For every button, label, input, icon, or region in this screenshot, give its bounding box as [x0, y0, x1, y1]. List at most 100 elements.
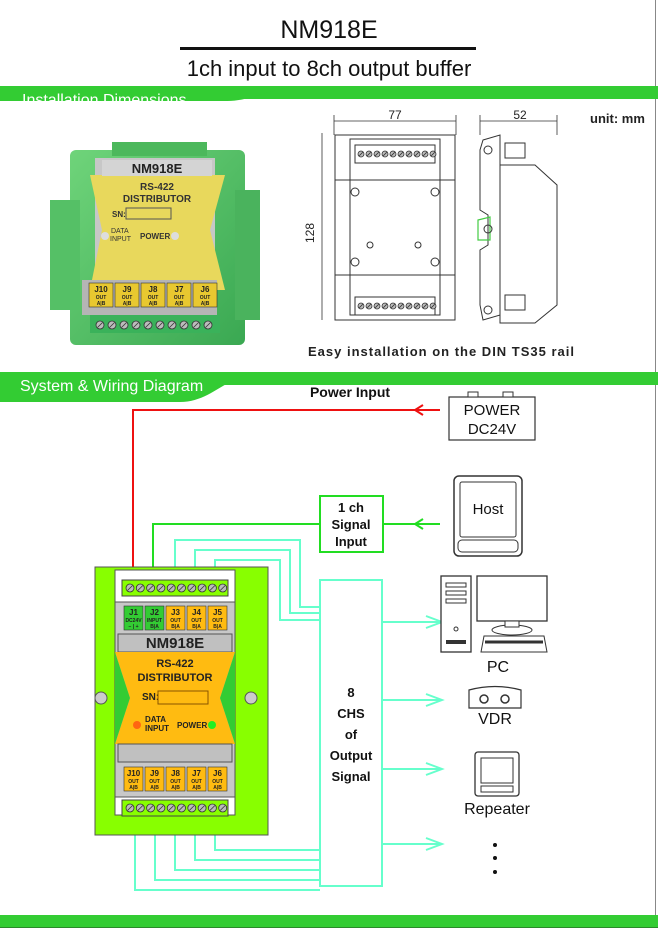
port-label-j2 [144, 605, 165, 631]
port-label-j9 [114, 282, 140, 308]
photo-line1: RS-422 [140, 182, 174, 193]
signal-box-line1: 1 ch [338, 500, 364, 515]
port-label-j8 [165, 766, 186, 792]
dimension-drawing: 77 128 52 unit: mm Easy installation on … [303, 108, 645, 359]
port-label-j4 [186, 605, 207, 631]
svg-text:OUT: OUT [191, 779, 202, 785]
svg-text:OUT: OUT [170, 779, 181, 785]
svg-text:INPUT: INPUT [110, 236, 132, 243]
vdr-icon: VDR [468, 685, 522, 728]
svg-text:A|B: A|B [213, 785, 222, 791]
page-subtitle: 1ch input to 8ch output buffer [186, 56, 472, 81]
section-title-wiring: System & Wiring Diagram [20, 378, 204, 395]
port-label-j5 [207, 605, 228, 631]
device-model: NM918E [146, 635, 204, 652]
port-label-j7 [166, 282, 192, 308]
svg-text:OUT: OUT [212, 779, 223, 785]
port-label-j9 [144, 766, 165, 792]
svg-text:OUT: OUT [148, 295, 159, 301]
page-title: NM918E [280, 16, 378, 44]
output-bus-box [319, 579, 383, 887]
svg-text:J5: J5 [213, 608, 222, 617]
signal-input-box [319, 495, 384, 553]
svg-text:DATA: DATA [145, 715, 166, 724]
svg-text:− | +: − | + [128, 624, 138, 630]
unit-label: unit: mm [590, 111, 645, 126]
svg-text:A|B: A|B [149, 301, 158, 307]
port-label-j7 [186, 766, 207, 792]
host-label: Host [473, 501, 505, 518]
output-box-line3: of [345, 727, 358, 742]
svg-text:INPUT: INPUT [145, 724, 169, 733]
svg-text:J7: J7 [192, 769, 201, 778]
power-input-label: Power Input [310, 384, 390, 400]
section-title-installation: Installation Dimensions [22, 92, 187, 109]
device-sn: SN: [142, 692, 159, 703]
power-box-line1: POWER [464, 402, 521, 419]
product-photo: NM918E RS-422 DISTRIBUTOR SN: DATA INPUT… [50, 142, 260, 345]
section-tab-shape-2 [0, 372, 260, 402]
svg-text:A|B: A|B [175, 301, 184, 307]
device-line2: DISTRIBUTOR [138, 672, 213, 684]
svg-text:POWER: POWER [177, 721, 207, 730]
svg-text:B|A: B|A [213, 624, 222, 630]
output-box-line1: 8 [347, 685, 354, 700]
port-label-j6 [207, 766, 228, 792]
svg-text:A|B: A|B [150, 785, 159, 791]
power-box-line2: DC24V [468, 421, 516, 438]
svg-text:A|B: A|B [201, 301, 210, 307]
dim-width: 77 [388, 108, 402, 122]
svg-text:J6: J6 [213, 769, 222, 778]
svg-text:A|B: A|B [192, 785, 201, 791]
svg-text:OUT: OUT [174, 295, 185, 301]
port-label-j1 [123, 605, 144, 631]
svg-text:A|B: A|B [97, 301, 106, 307]
signal-box-line2: Signal [331, 517, 370, 532]
page-border [655, 0, 656, 927]
power-line [132, 409, 440, 580]
svg-text:B|A: B|A [192, 624, 201, 630]
svg-text:J10: J10 [94, 285, 108, 294]
port-label-j8 [140, 282, 166, 308]
power-supply-box [448, 396, 536, 441]
svg-text:A|B: A|B [171, 785, 180, 791]
dim-caption: Easy installation on the DIN TS35 rail [308, 344, 575, 359]
svg-text:OUT: OUT [191, 618, 202, 624]
svg-text:J9: J9 [150, 769, 159, 778]
host-terminal-icon: Host [453, 475, 523, 557]
port-label-j10 [88, 282, 114, 308]
svg-text:J10: J10 [127, 769, 141, 778]
svg-text:OUT: OUT [122, 295, 133, 301]
section-tab-shape [0, 86, 300, 102]
svg-text:J6: J6 [201, 285, 210, 294]
more-devices-dot [493, 843, 497, 847]
vdr-label: VDR [478, 711, 512, 728]
port-label-j6 [192, 282, 218, 308]
signal-input-line [152, 523, 320, 580]
svg-text:J9: J9 [123, 285, 132, 294]
svg-text:OUT: OUT [96, 295, 107, 301]
svg-text:OUT: OUT [128, 779, 139, 785]
svg-text:OUT: OUT [170, 618, 181, 624]
svg-text:DC24V: DC24V [125, 618, 142, 624]
svg-text:J1: J1 [129, 608, 138, 617]
port-label-j3 [165, 605, 186, 631]
output-box-line5: Signal [331, 769, 370, 784]
photo-led-power: POWER [140, 232, 170, 241]
svg-text:J3: J3 [171, 608, 180, 617]
data-input-led [133, 721, 141, 729]
photo-sn: SN: [112, 210, 126, 219]
svg-text:J8: J8 [171, 769, 180, 778]
footer-bar [0, 915, 658, 928]
svg-text:B|A: B|A [171, 624, 180, 630]
svg-text:B|A: B|A [150, 624, 159, 630]
svg-text:A|B: A|B [129, 785, 138, 791]
svg-text:OUT: OUT [212, 618, 223, 624]
photo-model: NM918E [132, 161, 183, 176]
repeater-icon: Repeater [464, 751, 531, 818]
svg-text:OUT: OUT [200, 295, 211, 301]
svg-text:J7: J7 [175, 285, 184, 294]
svg-text:INPUT: INPUT [147, 618, 162, 624]
dim-depth: 52 [513, 108, 527, 122]
signal-box-line3: Input [335, 534, 367, 549]
